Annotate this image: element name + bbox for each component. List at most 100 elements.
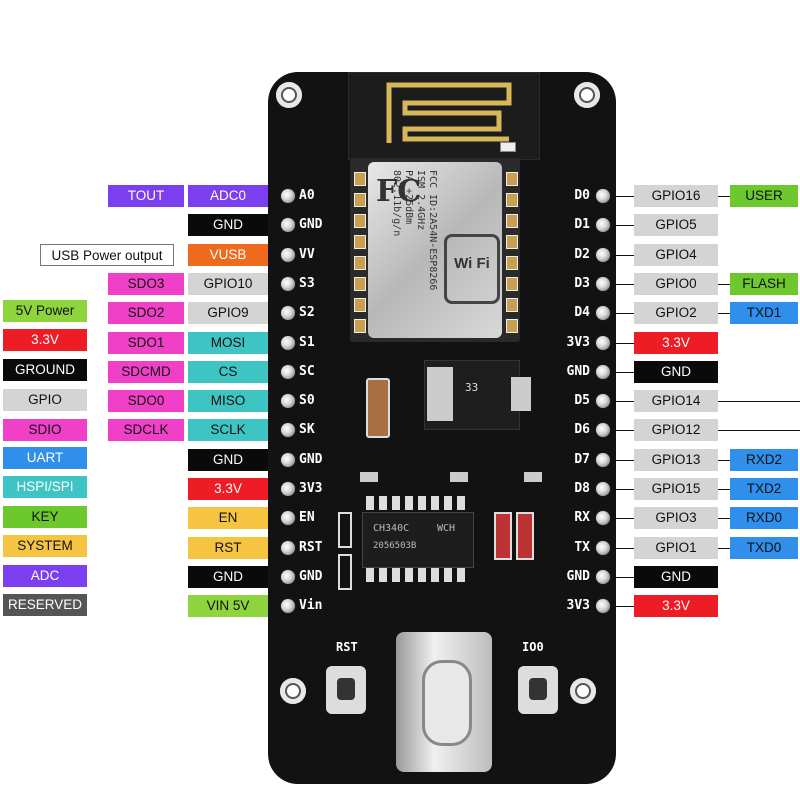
pin-function-label: EN	[188, 507, 268, 530]
chip-code: 2056503B	[373, 541, 417, 551]
header-pin	[281, 189, 295, 203]
pin-function-label: RXD0	[730, 507, 798, 530]
header-pin	[281, 335, 295, 350]
pin-silk-label: D4	[574, 305, 590, 321]
usb-c-connector[interactable]	[396, 632, 492, 772]
pin-function-label: GND	[188, 565, 268, 588]
header-pin	[596, 569, 610, 584]
pin-function-label: SDCMD	[108, 360, 184, 383]
pin-function-label: USB Power output	[40, 243, 174, 266]
connector-line	[606, 430, 634, 432]
connector-line	[718, 430, 800, 432]
pin-silk-label: D8	[574, 481, 590, 496]
pin-function-label: GPIO10	[188, 272, 268, 295]
mount-hole-bottom-right	[570, 678, 596, 704]
connector-line	[606, 547, 634, 549]
smd-pad	[524, 472, 542, 482]
module-pad	[506, 277, 518, 291]
pin-silk-label: 3V3	[566, 598, 590, 614]
legend-item: ADC	[3, 565, 87, 587]
connector-line	[606, 518, 634, 520]
pin-function-label: GPIO1	[634, 536, 718, 559]
pin-function-label: TXD1	[730, 302, 798, 325]
legend-item: SYSTEM	[3, 535, 87, 557]
pin-silk-label: D1	[574, 217, 590, 233]
connector-line	[606, 459, 634, 461]
connector-line	[718, 313, 730, 315]
connector-line	[606, 254, 634, 256]
connector-line	[606, 401, 634, 403]
pin-silk-label: GND	[299, 451, 323, 467]
smd-component	[338, 554, 352, 590]
header-pin	[281, 247, 295, 262]
pin-silk-label: D7	[574, 451, 590, 467]
module-pad	[506, 193, 518, 207]
smd-component	[338, 512, 352, 548]
pin-silk-label: S1	[299, 334, 315, 350]
led	[500, 142, 516, 152]
module-pad	[506, 319, 518, 333]
pin-function-label: 3.3V	[188, 478, 268, 500]
pin-silk-label: EN	[299, 510, 315, 526]
pin-silk-label: A0	[299, 188, 315, 203]
pin-silk-label: GND	[566, 568, 590, 584]
module-pad	[506, 235, 518, 249]
pin-silk-label: GND	[299, 217, 323, 233]
pin-function-label: GND	[188, 214, 268, 237]
header-pin	[596, 247, 610, 262]
legend-item: RESERVED	[3, 594, 87, 616]
pin-function-label: RXD2	[730, 448, 798, 471]
connector-line	[606, 225, 634, 227]
module-pad	[354, 214, 366, 228]
diode	[516, 512, 534, 560]
pin-function-label: TXD0	[730, 536, 798, 559]
pin-function-label: GPIO15	[634, 478, 718, 500]
legend-item: 5V Power	[3, 300, 87, 322]
pin-silk-label: SC	[299, 363, 315, 379]
connector-line	[718, 196, 730, 197]
rst-button[interactable]	[326, 666, 366, 714]
pin-silk-label: Vin	[299, 598, 323, 614]
pin-silk-label: VV	[299, 246, 315, 262]
header-pin	[596, 394, 610, 409]
module-line: FCC ID:2A54N-ESP8266	[427, 170, 438, 291]
pin-function-label: GPIO12	[634, 419, 718, 442]
pin-silk-label: RX	[574, 510, 590, 526]
module-line: PA +25dBm	[403, 170, 414, 225]
chip-pins-bottom	[366, 568, 468, 582]
legend-item: HSPI/SPI	[3, 476, 87, 498]
pin-silk-label: 3V3	[566, 334, 590, 350]
connector-line	[718, 401, 800, 403]
module-pad	[354, 256, 366, 270]
mount-hole-top-right	[574, 82, 600, 108]
rst-button-label: RST	[336, 640, 358, 654]
connector-line	[606, 371, 634, 373]
legend-item: GROUND	[3, 359, 87, 381]
connector-line	[606, 342, 634, 344]
pin-silk-label: TX	[574, 539, 590, 555]
connector-line	[718, 459, 730, 461]
header-pin	[596, 540, 610, 555]
header-pin	[281, 511, 295, 526]
module-shield: FC FCC ID:2A54N-ESP8266 ISM 2.4GHz PA +2…	[368, 162, 502, 338]
pin-function-label: MISO	[188, 390, 268, 413]
pin-function-label: CS	[188, 360, 268, 383]
nodemcu-board: FC FCC ID:2A54N-ESP8266 ISM 2.4GHz PA +2…	[268, 72, 616, 784]
io0-button[interactable]	[518, 666, 558, 714]
pin-silk-label: D6	[574, 422, 590, 438]
module-pad	[354, 319, 366, 333]
pin-function-label: RST	[188, 536, 268, 559]
smd-pad	[360, 472, 378, 482]
connector-line	[718, 283, 730, 285]
pin-silk-label: D0	[574, 188, 590, 203]
wifi-logo: Wi Fi	[444, 234, 500, 304]
legend-item: GPIO	[3, 389, 87, 411]
pin-function-label: GPIO5	[634, 214, 718, 237]
pin-function-label: GPIO14	[634, 390, 718, 413]
pin-function-label: SDO0	[108, 390, 184, 413]
header-pin	[596, 423, 610, 438]
header-pin	[596, 189, 610, 203]
pin-function-label: GPIO16	[634, 185, 718, 207]
pin-function-label: USER	[730, 185, 798, 207]
chip-label: CH340C	[373, 523, 410, 534]
